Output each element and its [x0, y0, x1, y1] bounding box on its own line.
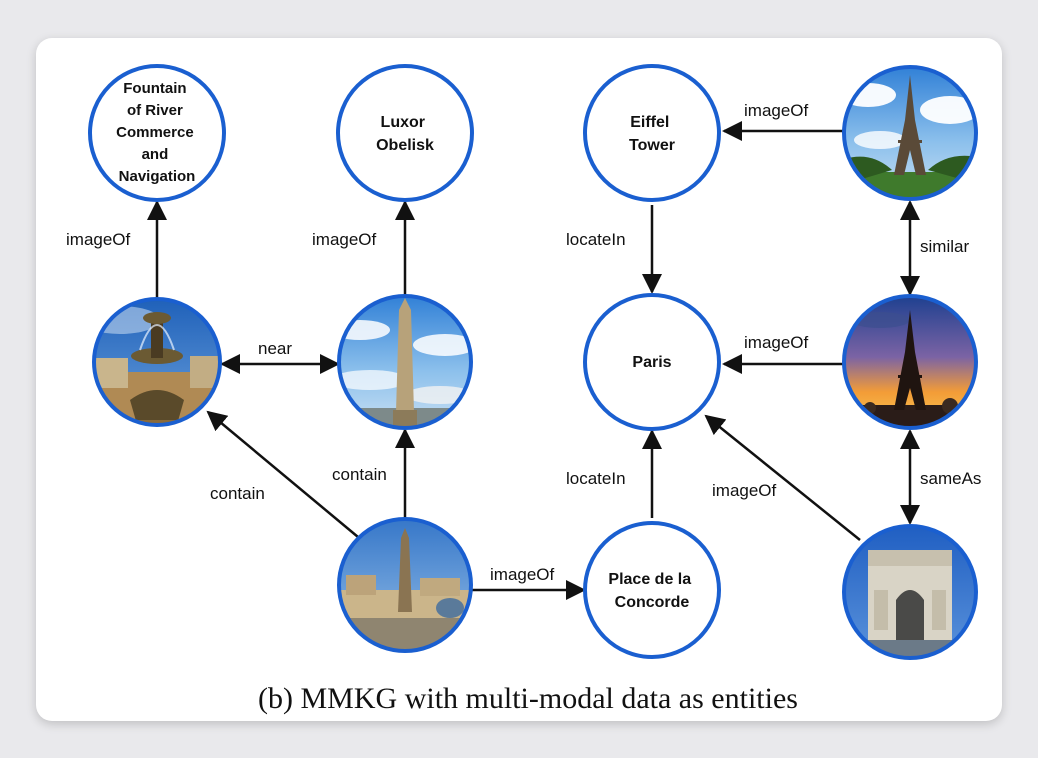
concorde-photo-node [337, 517, 473, 653]
edge-label-concorde-locatein: locateIn [566, 469, 626, 488]
edge-label-eiffelsunset-imageof: imageOf [744, 333, 809, 352]
figure-caption: (b) MMKG with multi-modal data as entiti… [258, 682, 798, 715]
edge-label-contain-obelisk: contain [332, 465, 387, 484]
edge-label-similar: similar [920, 237, 969, 256]
edge-label-eiffelday-imageof: imageOf [744, 101, 809, 120]
fountain-photo-node [92, 297, 222, 427]
edge-contain-fountain [206, 410, 359, 538]
entity-fountain-node: Fountain of River Commerce and Navigatio… [88, 64, 226, 202]
entity-luxor-node: Luxor Obelisk [336, 64, 474, 202]
edge-label-near: near [258, 339, 292, 358]
eiffel-day-photo-node [842, 65, 978, 201]
obelisk-photo-node [337, 294, 473, 430]
edge-label-concorde-imageof: imageOf [490, 565, 555, 584]
arc-photo-node [842, 524, 978, 660]
svg-text:Eiffel Tower: Eiffel Tower [629, 114, 675, 154]
svg-text:Luxor Obelisk: Luxor Obelisk [376, 114, 434, 154]
edge-label-contain-fountain: contain [210, 484, 265, 503]
svg-text:Place de la Concorde: Place de la Concorde [608, 571, 695, 611]
entity-paris-node: Paris [583, 293, 721, 431]
svg-text:Fountain of River: Fountain of River Commerce and Navigatio… [116, 80, 198, 185]
edge-arc-imageof [704, 414, 861, 541]
edge-label-arc-imageof: imageOf [712, 481, 777, 500]
edge-label-fountain-imageof: imageOf [66, 230, 131, 249]
entity-eiffel-node: Eiffel Tower [583, 64, 721, 202]
edge-label-sameas: sameAs [920, 469, 981, 488]
edge-label-obelisk-imageof: imageOf [312, 230, 377, 249]
edge-label-eiffel-locatein: locateIn [566, 230, 626, 249]
svg-text:Paris: Paris [632, 354, 671, 371]
entity-concorde-node: Place de la Concorde [583, 521, 721, 659]
eiffel-sunset-photo-node [842, 294, 978, 430]
